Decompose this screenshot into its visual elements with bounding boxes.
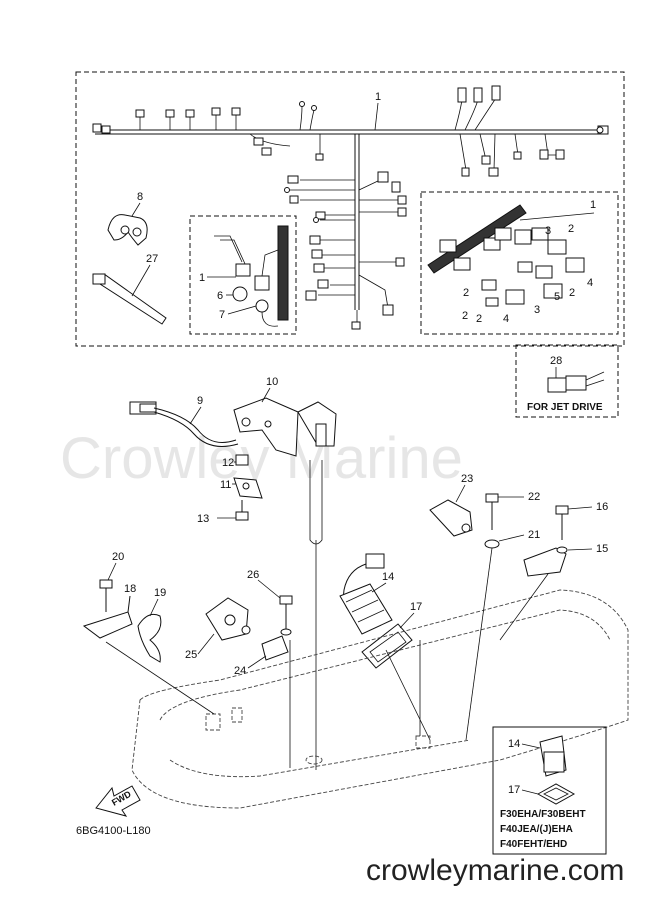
bottom-cowling-outline [105, 547, 629, 809]
callout-6: 6 [217, 290, 223, 302]
harness-branch-detail-right[interactable] [427, 204, 585, 307]
callout-28: 28 [550, 355, 562, 367]
callout-8: 8 [137, 191, 143, 203]
part-28-connector[interactable] [547, 371, 605, 393]
part-15-bracket[interactable] [523, 546, 568, 577]
callout-16: 16 [596, 501, 608, 513]
model-line-2: F40JEA/(J)EHA [500, 824, 573, 835]
callout-21: 21 [528, 529, 540, 541]
part-22-bolt[interactable] [485, 493, 499, 530]
part-13-bolt[interactable] [235, 500, 249, 521]
callout-11: 11 [220, 479, 231, 491]
harness-detail-box-right [420, 191, 619, 335]
part-26-bolt[interactable] [279, 595, 293, 636]
callout-3a: 3 [545, 225, 551, 237]
part-18-stay[interactable] [82, 595, 133, 639]
callout-1-left: 1 [199, 272, 205, 284]
part-21-washer[interactable] [484, 539, 500, 549]
callout-15: 15 [596, 543, 608, 555]
callout-2d: 2 [476, 313, 482, 325]
watermark-text: Crowley Marine [60, 426, 463, 491]
callout-20: 20 [112, 551, 124, 563]
callout-3b: 3 [534, 304, 540, 316]
callout-1-harness: 1 [375, 91, 381, 103]
part-14-rectifier[interactable] [339, 553, 393, 635]
harness-detail-box-left [189, 215, 297, 335]
part-27-cable-tie[interactable] [92, 273, 167, 325]
part-17-cover[interactable] [361, 623, 413, 669]
wire-harness[interactable] [92, 85, 609, 330]
callout-9: 9 [197, 395, 203, 407]
jet-drive-box [515, 344, 619, 418]
callout-17b: 17 [508, 784, 520, 796]
callout-22: 22 [528, 491, 540, 503]
callout-5: 5 [554, 291, 560, 303]
part-9-lead-wire[interactable] [129, 401, 239, 447]
part-25-holder[interactable] [205, 597, 251, 641]
callout-7: 7 [219, 309, 225, 321]
callout-4a: 4 [503, 313, 509, 325]
wire-harness-group-box [75, 71, 625, 347]
callout-23: 23 [461, 473, 473, 485]
part-20-bolt[interactable] [99, 579, 113, 612]
callout-12: 12 [222, 457, 234, 469]
callout-24: 24 [234, 665, 246, 677]
diagram-code: 6BG4100-L180 [76, 825, 151, 837]
callout-25: 25 [185, 649, 197, 661]
model-variant-box [492, 726, 607, 855]
model-line-3: F40FEHT/EHD [500, 839, 567, 850]
callout-27: 27 [146, 253, 158, 265]
callout-2b: 2 [463, 287, 469, 299]
callout-17: 17 [410, 601, 422, 613]
steering-cable-tube [309, 460, 323, 770]
callout-26: 26 [247, 569, 259, 581]
callout-14b: 14 [508, 738, 520, 750]
fwd-arrow-icon: FWD [95, 785, 141, 817]
jet-drive-label: FOR JET DRIVE [527, 402, 603, 413]
callout-4b: 4 [587, 277, 593, 289]
part-16-bolt[interactable] [555, 505, 569, 540]
part-8-clamp[interactable] [107, 214, 148, 246]
model-variant-parts[interactable] [536, 735, 576, 805]
callout-2a: 2 [568, 223, 574, 235]
part-10-bracket[interactable] [233, 397, 337, 457]
website-watermark: crowleymarine.com [366, 854, 624, 887]
harness-branch-detail-left[interactable] [214, 225, 289, 327]
part-23-holder[interactable] [429, 499, 473, 537]
callout-13: 13 [197, 513, 209, 525]
callout-18: 18 [124, 583, 136, 595]
callout-14: 14 [382, 571, 394, 583]
callout-2c: 2 [462, 310, 468, 322]
model-line-1: F30EHA/F30BEHT [500, 809, 586, 820]
part-19-clip[interactable] [137, 613, 162, 663]
callout-10: 10 [266, 376, 278, 388]
part-12-collar[interactable] [235, 454, 249, 466]
callout-2e: 2 [569, 287, 575, 299]
part-11-plate[interactable] [233, 477, 263, 499]
callout-19: 19 [154, 587, 166, 599]
callout-1-right: 1 [590, 199, 596, 211]
part-24-bracket[interactable] [261, 635, 289, 661]
